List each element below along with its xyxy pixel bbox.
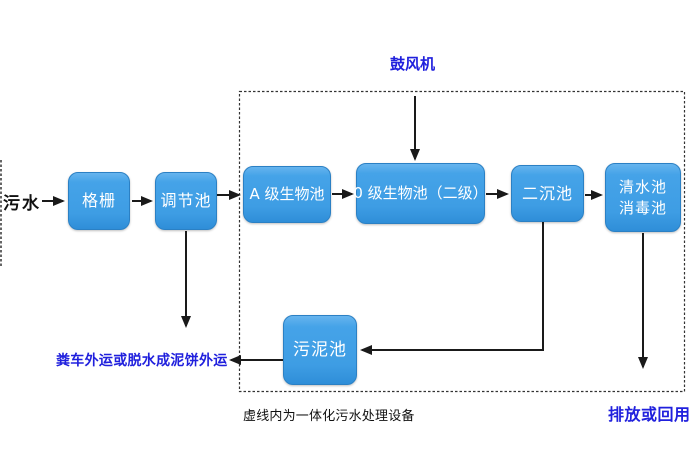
node-equalization-tank: 调节池 bbox=[155, 172, 217, 230]
blower-label: 鼓风机 bbox=[390, 55, 436, 73]
node-sludge-tank: 污泥池 bbox=[283, 315, 357, 385]
node-screen: 格栅 bbox=[68, 172, 130, 230]
node-equalization-label: 调节池 bbox=[160, 191, 212, 211]
node-a-bio-label: A 级生物池 bbox=[249, 185, 325, 204]
effluent-label: 排放或回用 bbox=[608, 405, 691, 424]
node-o-bio-tank: 0 级生物池（二级） bbox=[353, 163, 488, 224]
arrow-clarifier-to-sludge bbox=[360, 222, 544, 355]
node-clearwater-line1: 清水池 bbox=[618, 178, 667, 197]
node-secondary-clarifier-label: 二沉池 bbox=[521, 183, 573, 203]
integrated-equipment-boundary bbox=[238, 90, 686, 393]
node-secondary-clarifier: 二沉池 bbox=[511, 165, 584, 222]
node-o-bio-label: 0 级生物池（二级） bbox=[353, 184, 488, 203]
influent-label: 污水 bbox=[3, 194, 41, 214]
boundary-caption: 虚线内为一体化污水处理设备 bbox=[243, 409, 415, 424]
node-sludge-label: 污泥池 bbox=[293, 339, 347, 360]
node-screen-label: 格栅 bbox=[81, 191, 116, 211]
node-clearwater-disinfection-tank: 清水池 消毒池 bbox=[605, 163, 681, 232]
node-a-bio-tank: A 级生物池 bbox=[243, 166, 331, 223]
sludge-disposal-label: 粪车外运或脱水成泥饼外运 bbox=[56, 353, 228, 369]
node-clearwater-line2: 消毒池 bbox=[618, 198, 667, 217]
